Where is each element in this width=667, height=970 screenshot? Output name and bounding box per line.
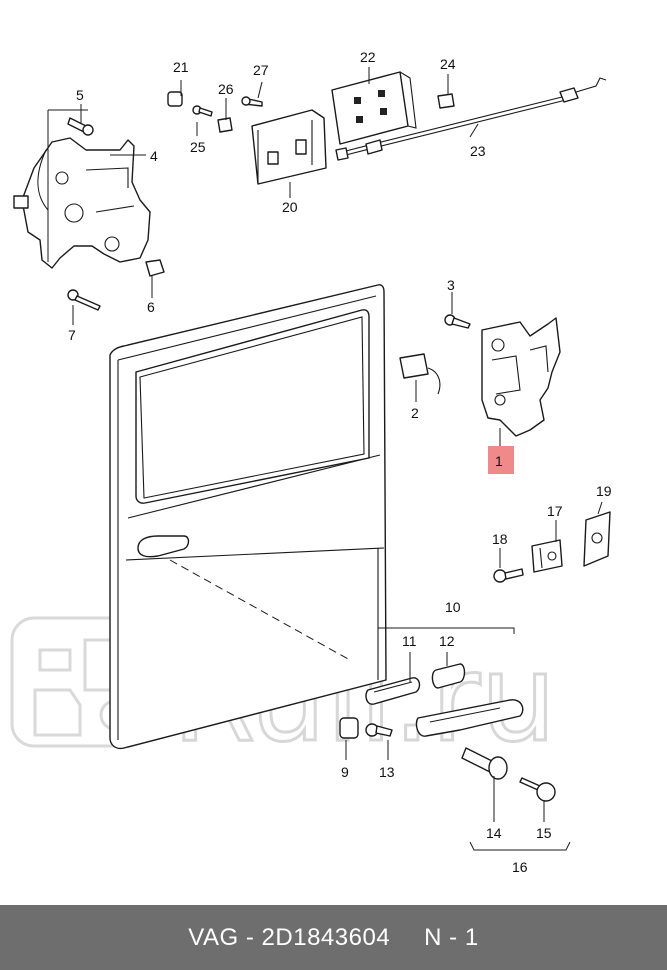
door-panel [109, 284, 387, 750]
bush-part-9 [339, 717, 359, 739]
clip-part-24 [437, 93, 455, 109]
gasket-part-12 [431, 663, 466, 689]
callout-labels: 1 2 3 4 5 6 7 9 10 11 12 13 14 15 16 17 … [68, 49, 612, 875]
door-lock-part-1 [481, 317, 561, 437]
callout-10[interactable]: 10 [445, 599, 461, 615]
callout-16[interactable]: 16 [512, 859, 528, 875]
callout-26[interactable]: 26 [218, 81, 234, 97]
callout-25[interactable]: 25 [190, 139, 206, 155]
handle-housing-part-20 [251, 109, 327, 185]
footer-brand: VAG [188, 923, 239, 951]
lock-cylinder-part-14 [461, 747, 508, 780]
callout-27[interactable]: 27 [253, 62, 269, 78]
callout-18[interactable]: 18 [492, 531, 508, 547]
hinge-part-17 [531, 539, 563, 573]
screw-part-7 [67, 289, 101, 311]
callout-5[interactable]: 5 [76, 87, 84, 103]
footer-position-label: N - 1 [424, 923, 479, 951]
callout-15[interactable]: 15 [536, 825, 552, 841]
screw-part-27 [241, 96, 263, 107]
nut-part-26 [217, 117, 233, 133]
exploded-parts-diagram: Ruli.ru [10, 49, 612, 875]
footer-part-number: 2D1843604 [261, 923, 391, 951]
handle-gasket-part-11 [365, 677, 421, 705]
key-part-15 [519, 777, 556, 802]
callout-22[interactable]: 22 [360, 49, 376, 65]
callout-23[interactable]: 23 [470, 143, 486, 159]
bush-part-21 [167, 91, 183, 107]
callout-6[interactable]: 6 [147, 299, 155, 315]
screw-part-13 [365, 723, 393, 737]
footer-separator: - [245, 923, 255, 951]
callout-19[interactable]: 19 [596, 483, 612, 499]
callout-4[interactable]: 4 [150, 148, 158, 164]
callout-1[interactable]: 1 [495, 453, 503, 469]
callout-14[interactable]: 14 [486, 825, 502, 841]
leader-lines [47, 67, 603, 851]
callout-24[interactable]: 24 [440, 56, 456, 72]
callout-3[interactable]: 3 [447, 277, 455, 293]
screw-part-3 [444, 314, 471, 329]
callout-13[interactable]: 13 [379, 764, 395, 780]
outer-handle-part-10 [415, 699, 524, 737]
bracket-plate-part-22 [331, 71, 417, 145]
callout-17[interactable]: 17 [547, 503, 563, 519]
callout-20[interactable]: 20 [282, 199, 298, 215]
part-number-footer: VAG - 2D1843604 N - 1 [0, 905, 667, 970]
lock-mechanism-part-4 [13, 137, 151, 269]
connector-part-2 [399, 353, 441, 395]
cable-part-23 [335, 77, 607, 161]
callout-11[interactable]: 11 [402, 633, 417, 649]
callout-2[interactable]: 2 [411, 405, 419, 421]
callout-9[interactable]: 9 [341, 764, 349, 780]
screw-part-5 [67, 117, 94, 136]
clip-nut-part-6 [145, 259, 165, 277]
callout-1-highlight [488, 446, 514, 474]
callout-21[interactable]: 21 [173, 59, 189, 75]
screw-part-18 [493, 568, 524, 583]
callout-7[interactable]: 7 [68, 327, 76, 343]
plate-part-19 [583, 511, 611, 567]
screw-part-25 [192, 105, 213, 117]
callout-12[interactable]: 12 [439, 633, 455, 649]
